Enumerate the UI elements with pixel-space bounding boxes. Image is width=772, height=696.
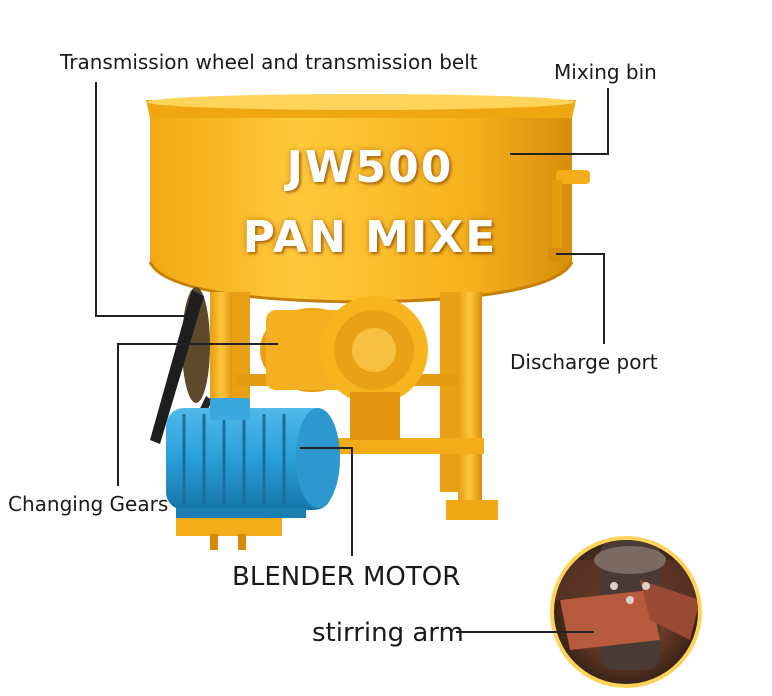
stirring-arm-inset xyxy=(550,536,702,688)
leader-discharge-port xyxy=(556,253,605,344)
mixing-bin xyxy=(146,94,590,304)
blender-motor xyxy=(166,398,340,518)
leader-lines xyxy=(95,82,609,633)
label-blender-motor: BLENDER MOTOR xyxy=(232,562,461,592)
leader-blender-motor xyxy=(300,447,353,556)
label-mixing-bin: Mixing bin xyxy=(554,60,657,84)
product-model: JW500 xyxy=(286,142,454,193)
label-discharge-port: Discharge port xyxy=(510,350,658,374)
label-stirring-arm: stirring arm xyxy=(312,618,464,648)
label-changing-gears: Changing Gears xyxy=(8,492,169,516)
changing-gears-housing xyxy=(260,296,428,440)
product-name: PAN MIXE xyxy=(242,212,498,263)
leader-changing-gears xyxy=(117,343,278,486)
leader-transmission xyxy=(95,82,194,317)
label-transmission: Transmission wheel and transmission belt xyxy=(60,50,478,74)
leader-mixing-bin xyxy=(510,88,609,155)
